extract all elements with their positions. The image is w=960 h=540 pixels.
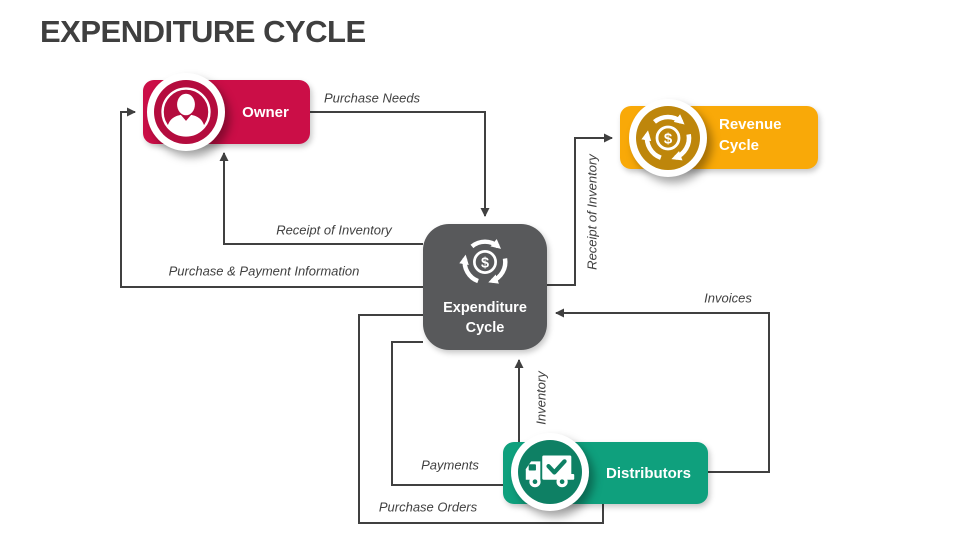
edge-label-purchase-payment-information: Purchase & Payment Information — [168, 263, 360, 279]
node-expenditure-cycle: $ Expenditure Cycle — [423, 224, 547, 350]
page-title: EXPENDITURE CYCLE — [40, 14, 366, 49]
edge-label-payments: Payments — [421, 457, 479, 473]
edge-label-invoices: Invoices — [704, 290, 752, 306]
edge-label-purchase-orders: Purchase Orders — [378, 499, 478, 515]
dollar-cycle-icon: $ — [629, 99, 707, 177]
svg-text:$: $ — [664, 131, 673, 148]
dollar-cycle-icon: $ — [456, 233, 514, 296]
node-expenditure-cycle-label: Expenditure Cycle — [443, 300, 527, 336]
edge-label-purchase-needs: Purchase Needs — [323, 90, 421, 106]
edge-label-inventory: Inventory — [533, 371, 549, 425]
edge-purchase-orders — [358, 314, 604, 524]
node-revenue-cycle-label: Revenue Cycle — [719, 116, 782, 154]
delivery-truck-icon — [511, 433, 589, 511]
edge-receipt-of-inventory-to-owner — [219, 152, 423, 245]
edge-receipt-of-inventory-to-revenue — [547, 133, 613, 286]
person-icon — [147, 73, 225, 151]
node-distributors-label: Distributors — [605, 464, 691, 482]
svg-text:$: $ — [481, 255, 489, 271]
edge-label-receipt-of-inventory-to-owner: Receipt of Inventory — [276, 222, 392, 238]
node-distributors: Distributors — [503, 433, 708, 511]
edge-invoices — [555, 308, 770, 473]
edge-purchase-payment-information — [120, 107, 423, 288]
edge-payments — [391, 341, 510, 486]
node-owner: Owner — [143, 73, 310, 151]
edge-label-receipt-of-inventory-to-revenue: Receipt of Inventory — [584, 154, 600, 270]
node-owner-label: Owner — [242, 103, 289, 121]
edge-purchase-needs — [310, 111, 490, 217]
node-revenue-cycle: $ Revenue Cycle — [620, 99, 818, 177]
